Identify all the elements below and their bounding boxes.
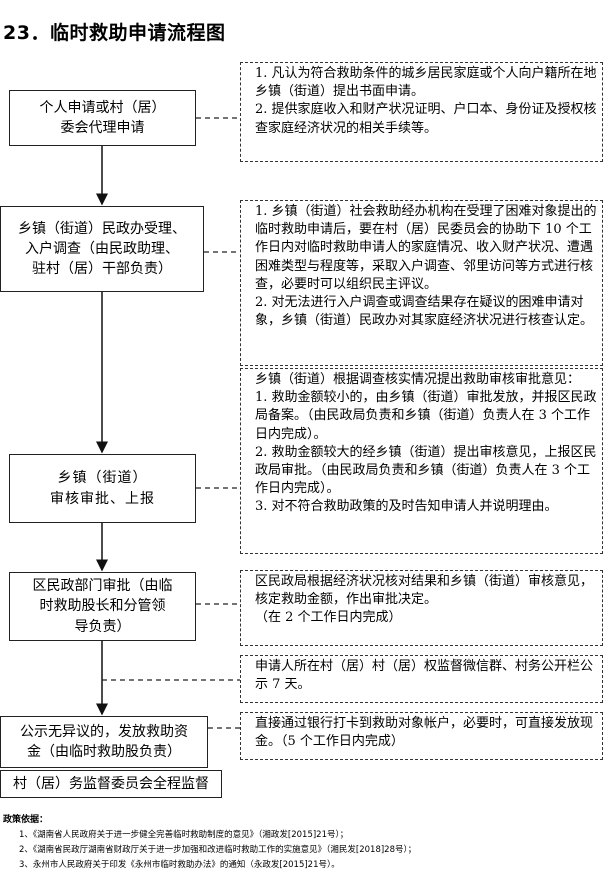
note-line: 1. 乡镇（街道）社会救助经办机构在受理了困难对象提出的临时救助申请后，要在村（… xyxy=(255,204,597,292)
note-line: 乡镇（街道）根据调查核实情况提出救助审核审批意见： xyxy=(255,372,581,387)
note-township-review: 乡镇（街道）根据调查核实情况提出救助审核审批意见： 1. 救助金额较小的，由乡镇… xyxy=(240,368,603,554)
note-line: 1. 救助金额较小的，由乡镇（街道）审批发放，并报区民政局备案。（由民政局负责和… xyxy=(255,390,597,442)
note-district-approval: 区民政局根据经济状况核对结果和乡镇（街道）审核意见，核定救助金额，作出审批决定。… xyxy=(240,570,603,646)
policy-item: 2、《湖南省民政厅湖南省财政厅关于进一步加强和改进临时救助工作的实施意见》（湘民… xyxy=(19,844,417,855)
policy-basis: 政策依据： 1、《湖南省人民政府关于进一步健全完善临时救助制度的意见》（湘政发[… xyxy=(3,815,603,875)
note-line: （在 2 个工作日内完成） xyxy=(255,610,402,626)
page-title: 23．临时救助申请流程图 xyxy=(3,22,226,44)
note-publicize: 申请人所在村（居）村（居）权监督微信群、村务公开栏公示 7 天。 xyxy=(240,655,603,703)
note-line: 2. 救助金额较大的经乡镇（街道）提出审核意见，上报区民政局审批。（由民政局负责… xyxy=(255,444,597,497)
note-line: 区民政局根据经济状况核对结果和乡镇（街道）审核意见，核定救助金额，作出审批决定。 xyxy=(255,574,594,608)
note-line: 2. 提供家庭收入和财产状况证明、户口本、身份证及授权核查家庭经济状况的相关手续… xyxy=(255,102,597,136)
policy-basis-heading: 政策依据： xyxy=(3,815,49,825)
step-publicize-disburse: 公示无异议的，发放救助资 金（由临时救助股负责） xyxy=(0,716,208,768)
note-line: 申请人所在村（居）村（居）权监督微信群、村务公开栏公示 7 天。 xyxy=(255,659,594,693)
step-supervision: 村（居）务监督委员会全程监督 xyxy=(0,770,222,798)
step-district-approval: 区民政部门审批（由临 时救助股长和分管领 导负责） xyxy=(9,572,196,641)
note-line: 直接通过银行打卡到救助对象帐户，必要时，可直接发放现金。（5 个工作日内完成） xyxy=(255,716,594,750)
step-accept-investigate: 乡镇（街道）民政办受理、 入户调查（由民政助理、 驻村（居）干部负责） xyxy=(0,206,204,292)
policy-item: 1、《湖南省人民政府关于进一步健全完善临时救助制度的意见》（湘政发[2015]2… xyxy=(19,829,349,840)
note-line: 1. 凡认为符合救助条件的城乡居民家庭或个人向户籍所在地乡镇（街道）提出书面申请… xyxy=(255,66,597,100)
note-line: 3. 对不符合救助政策的及时告知申请人并说明理由。 xyxy=(255,499,558,515)
step-township-review: 乡镇（街道） 审核审批、上报 xyxy=(9,454,196,523)
note-disburse: 直接通过银行打卡到救助对象帐户，必要时，可直接发放现金。（5 个工作日内完成） xyxy=(240,712,603,760)
step-apply: 个人申请或村（居） 委会代理申请 xyxy=(9,90,196,146)
note-investigate: 1. 乡镇（街道）社会救助经办机构在受理了困难对象提出的临时救助申请后，要在村（… xyxy=(240,200,603,366)
policy-item: 3、永州市人民政府关于印发《永州市临时救助办法》的通知（永政发[2015]21号… xyxy=(19,860,340,871)
note-apply: 1. 凡认为符合救助条件的城乡居民家庭或个人向户籍所在地乡镇（街道）提出书面申请… xyxy=(240,62,603,162)
note-line: 2. 对无法进行入户调查或调查结果存在疑议的困难申请对象，乡镇（街道）民政办对其… xyxy=(255,294,594,329)
